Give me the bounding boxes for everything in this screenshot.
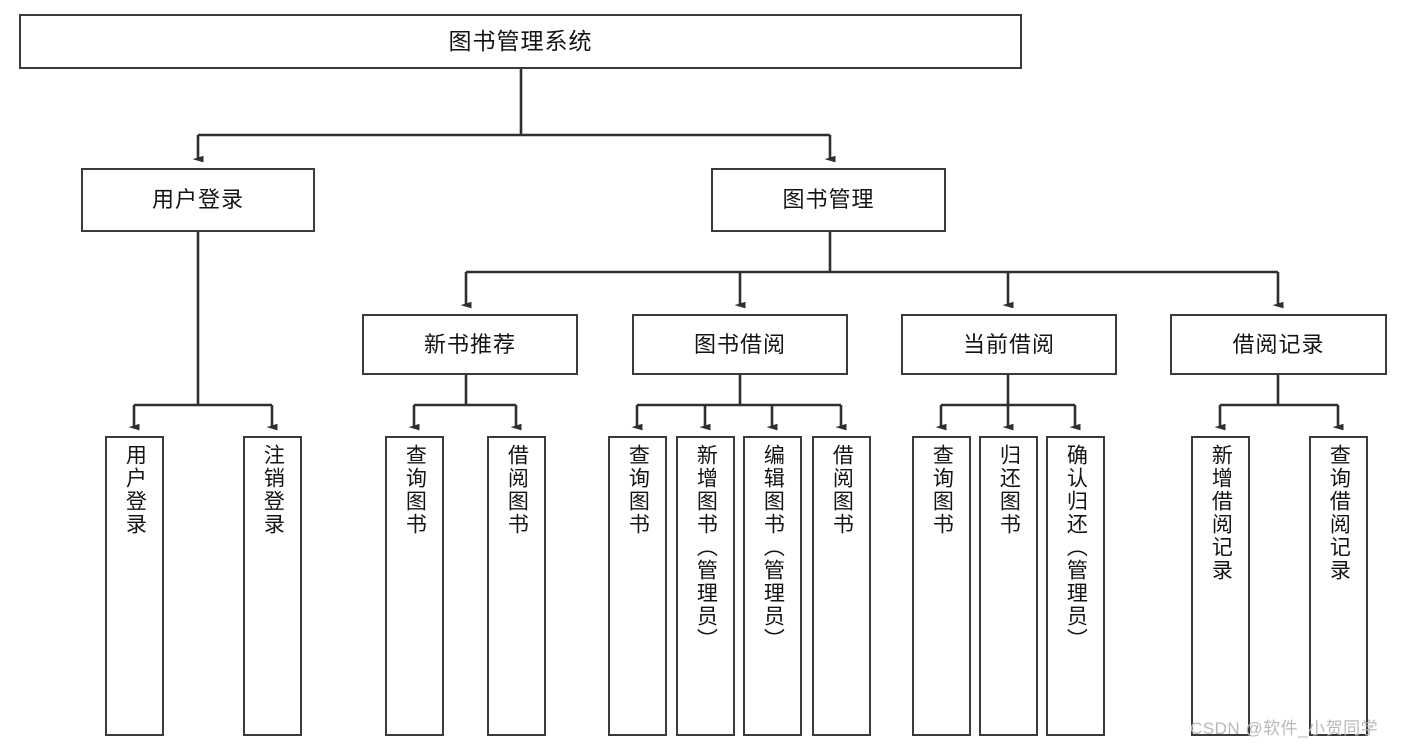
node-new-book-recommend-label: 新书推荐 <box>423 331 516 357</box>
node-new-book-recommend[interactable]: 新书推荐 <box>362 314 578 375</box>
node-user-login-label: 用户登录 <box>151 187 244 213</box>
leaf-logout-label: 注销登录 <box>261 444 285 536</box>
leaf-borrow-book-1-label: 借阅图书 <box>505 444 529 536</box>
leaf-add-borrow-record[interactable]: 新增借阅记录 <box>1191 436 1250 736</box>
leaf-user-login[interactable]: 用户登录 <box>105 436 164 736</box>
node-borrow-record-label: 借阅记录 <box>1232 331 1325 357</box>
leaf-query-book-3[interactable]: 查询图书 <box>912 436 971 736</box>
leaf-return-book-label: 归还图书 <box>997 444 1021 536</box>
node-root[interactable]: 图书管理系统 <box>19 14 1022 69</box>
leaf-query-borrow-record[interactable]: 查询借阅记录 <box>1309 436 1368 736</box>
leaf-query-book-1[interactable]: 查询图书 <box>385 436 444 736</box>
leaf-add-borrow-record-label: 新增借阅记录 <box>1209 444 1233 582</box>
leaf-borrow-book-1[interactable]: 借阅图书 <box>487 436 546 736</box>
node-borrow-record[interactable]: 借阅记录 <box>1170 314 1387 375</box>
leaf-borrow-book-2[interactable]: 借阅图书 <box>812 436 871 736</box>
leaf-query-book-1-label: 查询图书 <box>403 444 427 536</box>
node-book-borrow[interactable]: 图书借阅 <box>632 314 848 375</box>
leaf-edit-book-label: 编辑图书（管理员） <box>761 444 785 651</box>
watermark-text: CSDN @软件_小贺同学 <box>1190 719 1379 738</box>
node-root-label: 图书管理系统 <box>448 28 593 55</box>
node-current-borrow-label: 当前借阅 <box>962 331 1055 357</box>
leaf-logout[interactable]: 注销登录 <box>243 436 302 736</box>
node-current-borrow[interactable]: 当前借阅 <box>901 314 1117 375</box>
leaf-add-book-label: 新增图书（管理员） <box>694 444 718 651</box>
leaf-return-book[interactable]: 归还图书 <box>979 436 1038 736</box>
leaf-query-book-2-label: 查询图书 <box>626 444 650 536</box>
leaf-confirm-return[interactable]: 确认归还（管理员） <box>1046 436 1105 736</box>
node-book-management-label: 图书管理 <box>782 187 875 213</box>
node-user-login[interactable]: 用户登录 <box>81 168 315 232</box>
leaf-query-book-2[interactable]: 查询图书 <box>608 436 667 736</box>
leaf-query-borrow-record-label: 查询借阅记录 <box>1327 444 1351 582</box>
leaf-add-book[interactable]: 新增图书（管理员） <box>676 436 735 736</box>
leaf-user-login-label: 用户登录 <box>123 444 147 536</box>
node-book-borrow-label: 图书借阅 <box>693 331 786 357</box>
leaf-query-book-3-label: 查询图书 <box>930 444 954 536</box>
leaf-confirm-return-label: 确认归还（管理员） <box>1064 444 1088 651</box>
leaf-borrow-book-2-label: 借阅图书 <box>830 444 854 536</box>
leaf-edit-book[interactable]: 编辑图书（管理员） <box>743 436 802 736</box>
node-book-management[interactable]: 图书管理 <box>711 168 946 232</box>
